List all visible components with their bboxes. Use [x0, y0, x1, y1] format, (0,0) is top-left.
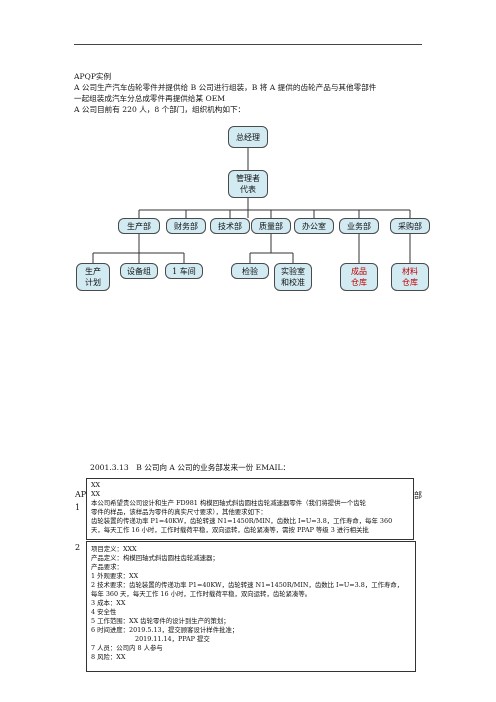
intro-line-2: 一起组装成汽车分总成零件再提供给某 OEM — [74, 94, 226, 103]
email1-line: 零件的样品，该样品为零件的真实尺寸要求），其他要求如下： — [91, 508, 267, 516]
email2-line: 8 风险：XX — [91, 653, 126, 661]
org-box-management-rep: 管理者代表 — [228, 170, 268, 198]
email1-line: 齿轮装置的传递功率 P1=40KW，齿轮转速 N1=1450R/MIN，齿数比 … — [91, 517, 393, 525]
org-box-technical-dept: 技术部 — [210, 218, 250, 234]
doc-title: APQP实例 — [74, 72, 112, 81]
org-box-purchasing-dept: 采购部 — [390, 218, 430, 234]
org-box-office: 办公室 — [294, 218, 334, 234]
email2-line: 7 人员：公司内 8 人参与 — [91, 644, 163, 652]
side-label-right: 部 — [414, 491, 422, 500]
org-box-inspection: 检验 — [231, 263, 269, 279]
email2-line: 产品定义：构模回轴式斜齿圆柱齿轮减速器； — [91, 554, 219, 562]
org-box-equipment-group: 设备组 — [120, 263, 158, 279]
email-box-2: 项目定义：XXX 产品定义：构模回轴式斜齿圆柱齿轮减速器； 产品要求： 1 外观… — [86, 541, 416, 672]
org-box-finance-dept: 财务部 — [166, 218, 206, 234]
email2-line: 1 外观要求：XX — [91, 572, 139, 580]
email2-line: 产品要求： — [91, 563, 123, 571]
email1-line: 本公司希望贵公司设计和生产 FD981 构模回轴式斜齿圆柱齿轮减速器零件（我们将… — [91, 499, 367, 507]
email2-line: 4 安全性 — [91, 608, 117, 616]
org-box-finished-goods-warehouse: 成品仓库 — [340, 263, 378, 291]
org-box-production-dept: 生产部 — [118, 218, 160, 234]
org-box-business-dept: 业务部 — [339, 218, 379, 234]
side-label-ap: AP — [75, 490, 87, 499]
org-box-production-planning: 生产计划 — [76, 263, 110, 291]
org-box-lab-calibration: 实验室和校准 — [274, 263, 312, 291]
email1-line: XX — [91, 481, 101, 489]
email2-line: 项目定义：XXX — [91, 545, 137, 553]
org-box-quality-dept: 质量部 — [251, 218, 291, 234]
email2-line: 5 工作范围：XX 齿轮零件的设计到生产的策划； — [91, 617, 230, 625]
email2-line: 6 时间进度：2019.5.13，提交顾客设计样件批准； — [91, 626, 239, 634]
email2-line: 2 技术要求：齿轮装置的传递功率 P1=40KW，齿轮转速 N1=1450R/M… — [91, 581, 404, 589]
intro-line-3: A 公司目前有 220 人，8 个部门，组织机构如下： — [74, 105, 246, 114]
intro-line-1: A 公司生产汽车齿轮零件并提供给 B 公司进行组装，B 将 A 提供的齿轮产品与… — [74, 83, 377, 92]
email-box-1: XX XX 本公司希望贵公司设计和生产 FD981 构模回轴式斜齿圆柱齿轮减速器… — [86, 478, 414, 540]
email1-line: 天，每天工作 16 小时，工作时载荷平稳，双向运转，齿轮紧凑等，需按 PPAP … — [91, 526, 369, 534]
header-rule — [74, 44, 422, 45]
email2-line: 2019.11.14，PPAP 提交 — [135, 635, 210, 643]
email2-line: 每年 360 天，每天工作 16 小时，工作时载荷平稳，双向运转，齿轮紧凑等。 — [91, 590, 312, 598]
org-box-general-manager: 总经理 — [228, 126, 268, 148]
email2-line: 3 成本：XX — [91, 599, 126, 607]
side-number-1: 1 — [75, 503, 81, 512]
email-intro: 2001.3.13 B 公司向 A 公司的业务部发来一份 EMAIL： — [90, 463, 291, 472]
email1-line: XX — [91, 490, 101, 498]
side-number-2: 2 — [75, 543, 81, 552]
org-box-workshop-1: 1 车间 — [165, 263, 203, 279]
org-box-material-warehouse: 材料仓库 — [391, 263, 429, 291]
